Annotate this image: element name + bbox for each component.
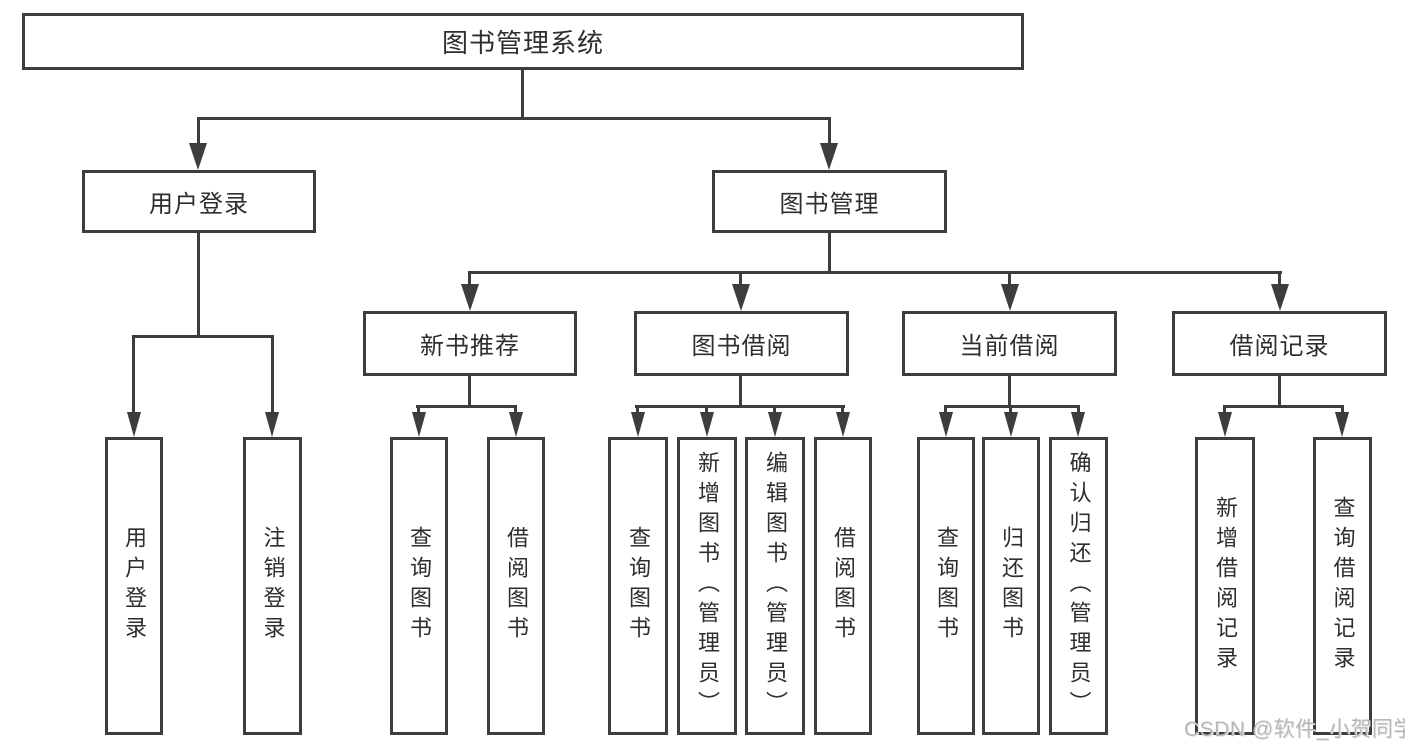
leaf-current-query-book: 查询图书 xyxy=(917,437,975,735)
node-label: 新书推荐 xyxy=(420,333,520,360)
connector-line xyxy=(1223,405,1344,408)
connector-line xyxy=(739,376,742,408)
arrow-down-icon xyxy=(732,284,750,311)
arrow-down-icon xyxy=(461,284,479,311)
connector-line xyxy=(944,405,1080,408)
node-label: 查询借阅记录 xyxy=(1330,496,1356,676)
node-label: 用户登录 xyxy=(122,526,147,646)
arrow-down-icon xyxy=(1218,412,1232,437)
node-user-login: 用户登录 xyxy=(82,170,316,233)
node-book-management: 图书管理 xyxy=(712,170,947,233)
node-label: 当前借阅 xyxy=(959,333,1060,360)
arrow-down-icon xyxy=(1001,284,1019,311)
arrow-down-icon xyxy=(265,412,279,437)
connector-line xyxy=(841,405,844,417)
connector-line xyxy=(271,335,274,412)
leaf-query-borrow-record: 查询借阅记录 xyxy=(1313,437,1372,735)
node-label: 图书借阅 xyxy=(691,333,792,360)
node-label: 图书管理系统 xyxy=(441,28,604,58)
node-label: 编辑图书（管理员） xyxy=(763,451,788,721)
arrow-down-icon xyxy=(412,412,426,437)
arrow-down-icon xyxy=(1004,412,1018,437)
node-label: 借阅图书 xyxy=(831,526,856,646)
leaf-return-book: 归还图书 xyxy=(982,437,1040,735)
leaf-borrow-query-book: 查询图书 xyxy=(608,437,668,735)
node-label: 查询图书 xyxy=(407,526,432,646)
connector-line xyxy=(828,233,831,273)
connector-line xyxy=(773,405,776,417)
node-label: 确认归还（管理员） xyxy=(1066,451,1092,721)
csdn-watermark: CSDN @软件_小贺同学 xyxy=(1184,718,1405,741)
connector-line xyxy=(944,405,947,417)
leaf-recommend-query-book: 查询图书 xyxy=(390,437,448,735)
node-label: 归还图书 xyxy=(999,526,1024,646)
node-book-borrow: 图书借阅 xyxy=(634,311,849,376)
connector-line xyxy=(468,271,471,287)
connector-line xyxy=(468,376,471,408)
arrow-down-icon xyxy=(1335,412,1349,437)
node-label: 借阅图书 xyxy=(504,526,529,646)
node-library-system: 图书管理系统 xyxy=(22,13,1024,70)
arrow-down-icon xyxy=(700,412,714,437)
node-label: 注销登录 xyxy=(260,526,286,646)
connector-line xyxy=(417,405,420,417)
leaf-add-book-admin: 新增图书（管理员） xyxy=(677,437,737,735)
connector-line xyxy=(1008,376,1011,408)
leaf-logout: 注销登录 xyxy=(243,437,302,735)
connector-line xyxy=(1341,405,1344,417)
connector-line xyxy=(635,405,845,408)
connector-line xyxy=(1278,376,1281,408)
arrow-down-icon xyxy=(1271,284,1289,311)
node-label: 用户登录 xyxy=(149,191,249,218)
leaf-borrow-book: 借阅图书 xyxy=(814,437,872,735)
arrow-down-icon xyxy=(509,412,523,437)
connector-line xyxy=(1077,405,1080,417)
arrow-down-icon xyxy=(820,143,838,170)
node-label: 新增借阅记录 xyxy=(1213,496,1238,676)
connector-line xyxy=(705,405,708,417)
node-label: 查询图书 xyxy=(934,526,959,646)
node-borrow-records: 借阅记录 xyxy=(1172,311,1387,376)
node-current-borrow: 当前借阅 xyxy=(902,311,1117,376)
arrow-down-icon xyxy=(127,412,141,437)
arrow-down-icon xyxy=(939,412,953,437)
connector-line xyxy=(636,405,639,417)
leaf-recommend-borrow-book: 借阅图书 xyxy=(487,437,545,735)
connector-line xyxy=(197,117,200,147)
node-label: 新增图书（管理员） xyxy=(695,451,720,721)
connector-line xyxy=(828,117,831,147)
connector-line xyxy=(132,335,135,412)
arrow-down-icon xyxy=(836,412,850,437)
connector-line xyxy=(132,335,274,338)
arrow-down-icon xyxy=(631,412,645,437)
leaf-edit-book-admin: 编辑图书（管理员） xyxy=(745,437,805,735)
connector-line xyxy=(416,405,517,408)
arrow-down-icon xyxy=(768,412,782,437)
connector-line xyxy=(1009,405,1012,417)
connector-line xyxy=(521,70,524,118)
connector-line xyxy=(197,117,831,120)
node-label: 查询图书 xyxy=(626,526,651,646)
node-new-book-recommend: 新书推荐 xyxy=(363,311,577,376)
connector-line xyxy=(739,271,742,287)
leaf-user-login: 用户登录 xyxy=(105,437,163,735)
arrow-down-icon xyxy=(1071,412,1085,437)
arrow-down-icon xyxy=(189,143,207,170)
leaf-add-borrow-record: 新增借阅记录 xyxy=(1195,437,1255,735)
connector-line xyxy=(468,271,1282,274)
connector-line xyxy=(514,405,517,417)
connector-line xyxy=(1223,405,1226,417)
connector-line xyxy=(1008,271,1011,287)
leaf-confirm-return-admin: 确认归还（管理员） xyxy=(1049,437,1108,735)
connector-line xyxy=(1278,271,1281,287)
connector-line xyxy=(197,233,200,337)
node-label: 借阅记录 xyxy=(1229,333,1330,360)
node-label: 图书管理 xyxy=(779,191,880,218)
